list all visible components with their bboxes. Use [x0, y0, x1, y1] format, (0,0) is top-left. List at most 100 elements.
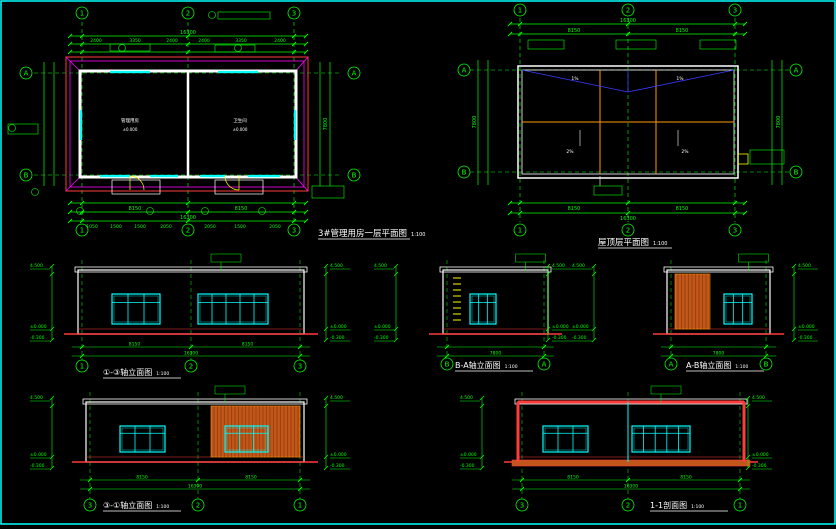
- roof-overall-width-bottom: 16300: [620, 216, 636, 222]
- plan-top-dim: 3350: [235, 38, 247, 44]
- roof-axis-left-B: B: [457, 165, 471, 179]
- elevation-span-dim: 7800: [490, 351, 502, 357]
- roof-slope-label: 2%: [681, 149, 689, 155]
- plan-axis-bottom-1: 1: [75, 223, 89, 237]
- plan-axis-top-1: 1: [75, 6, 89, 20]
- plan-span-left: 8150: [129, 206, 142, 212]
- roof-axis-top-2: 2: [621, 3, 635, 17]
- plan-overall-width-bottom: 16300: [180, 215, 196, 221]
- level-mark: 4.500: [30, 395, 43, 401]
- level-mark: ±0.000: [30, 324, 47, 330]
- svg-text:A: A: [669, 361, 674, 369]
- svg-text:1: 1: [518, 227, 522, 235]
- level-mark: 4.500: [798, 263, 811, 269]
- elevation-axis-bubble: A: [537, 357, 551, 371]
- level-mark: 4.500: [572, 263, 585, 269]
- level-mark: -0.300: [460, 463, 475, 469]
- svg-text:1: 1: [80, 363, 84, 371]
- elevation-window: [469, 293, 497, 325]
- svg-text:1: 1: [298, 502, 302, 510]
- elevation-sub-dim: 8150: [245, 475, 257, 481]
- level-mark: ±0.000: [798, 324, 815, 330]
- svg-text:1: 1: [80, 10, 84, 18]
- svg-text:B: B: [445, 361, 450, 369]
- roof-overall-width: 16300: [620, 18, 636, 24]
- elevation-span-dim: 16300: [624, 484, 638, 490]
- plan-bottom-dim: 1500: [234, 224, 246, 230]
- svg-text:3: 3: [733, 7, 737, 15]
- level-mark: 4.500: [330, 395, 343, 401]
- plan-top-dim: 2400: [90, 38, 102, 44]
- level-mark: -0.300: [30, 335, 45, 341]
- elevation-axis-bubble: 1: [75, 359, 89, 373]
- elevation-sub-dim: 8150: [129, 342, 141, 348]
- svg-text:2: 2: [186, 10, 190, 18]
- level-mark: ±0.000: [330, 452, 347, 458]
- level-mark: ±0.000: [572, 324, 589, 330]
- svg-text:3: 3: [88, 502, 92, 510]
- level-mark: ±0.000: [552, 324, 569, 330]
- elevation-axis-bubble: 2: [621, 498, 635, 512]
- level-mark: 4.500: [330, 263, 343, 269]
- roof-slope-label: 1%: [676, 76, 684, 82]
- svg-text:1: 1: [80, 227, 84, 235]
- svg-text:A: A: [24, 70, 29, 78]
- roof-plan: 1%1%2%2% 16300 16300 8150 8150 8150 8150…: [457, 3, 803, 249]
- plan-overall-width: 16300: [180, 30, 196, 36]
- elevation-axis-bubble: 1: [733, 498, 747, 512]
- plan-span-right: 8150: [235, 206, 248, 212]
- svg-text:1: 1: [738, 502, 742, 510]
- plan-top-dim: 3350: [129, 38, 141, 44]
- level-mark: -0.300: [572, 335, 587, 341]
- level-mark: ±0.000: [30, 452, 47, 458]
- svg-text:3: 3: [292, 10, 296, 18]
- level-mark: ±0.000: [752, 452, 769, 458]
- level-mark: -0.300: [752, 463, 767, 469]
- plan-top-dim: 2400: [274, 38, 286, 44]
- svg-text:B: B: [462, 169, 467, 177]
- svg-text:2: 2: [626, 227, 630, 235]
- level-mark: -0.300: [374, 335, 389, 341]
- svg-text:3: 3: [298, 363, 302, 371]
- roof-depth: 7800: [472, 116, 478, 129]
- roof-span-right-bottom: 8150: [676, 206, 689, 212]
- plan-room-left-label: 管理用房: [121, 117, 139, 124]
- elevation-sub-dim: 8150: [567, 475, 579, 481]
- level-mark: 4.500: [752, 395, 765, 401]
- elevation-window: [197, 293, 269, 325]
- roof-axis-top-3: 3: [728, 3, 742, 17]
- plan-overall-depth: 7800: [323, 118, 329, 131]
- svg-text:2: 2: [196, 502, 200, 510]
- elevation-sub-dim: 8150: [680, 475, 692, 481]
- elevation-axis-bubble: 3: [83, 498, 97, 512]
- elevation-span-dim: 7800: [713, 351, 725, 357]
- plan-axis-bottom-2: 2: [181, 223, 195, 237]
- level-mark: 4.500: [552, 263, 565, 269]
- svg-text:2: 2: [626, 7, 630, 15]
- elevation-sub-dim: 8150: [136, 475, 148, 481]
- svg-text:2: 2: [186, 227, 190, 235]
- elevation-axis-bubble: 2: [184, 359, 198, 373]
- wood-cladding: [674, 273, 711, 330]
- roof-span-left-bottom: 8150: [568, 206, 581, 212]
- elevation-axis-bubble: B: [440, 357, 454, 371]
- roof-axis-right-A: A: [789, 63, 803, 77]
- level-mark: 4.500: [460, 395, 473, 401]
- roof-slope-label: 2%: [566, 149, 574, 155]
- elevation-window: [224, 425, 269, 453]
- elevation-span-dim: 16300: [188, 484, 202, 490]
- elevation-axis-bubble: B: [759, 357, 773, 371]
- svg-text:B: B: [24, 172, 29, 180]
- level-mark: -0.300: [330, 335, 345, 341]
- elevation-axis-bubble: 1: [293, 498, 307, 512]
- plan-top-dim: 2400: [166, 38, 178, 44]
